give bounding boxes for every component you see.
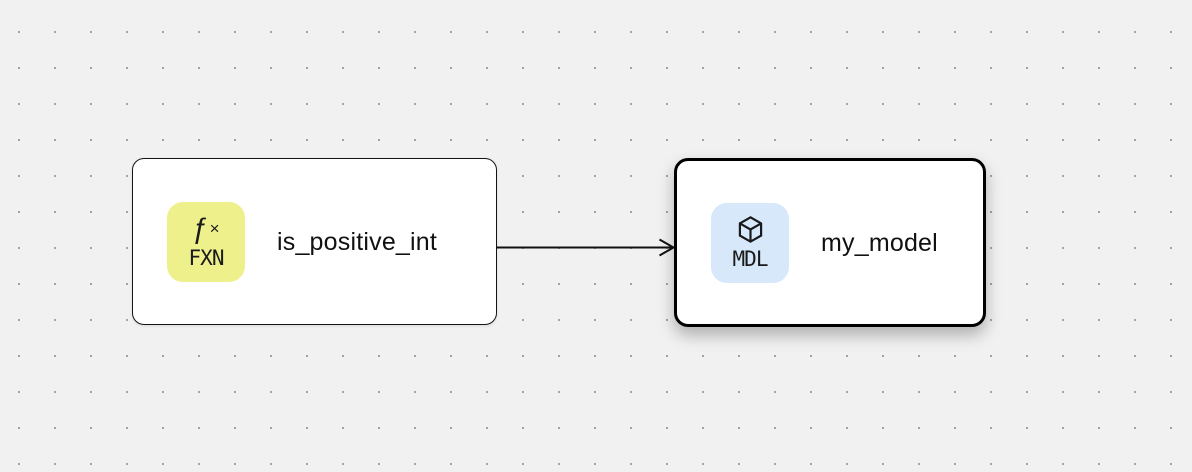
- model-badge: MDL: [711, 202, 789, 283]
- node-is-positive-int[interactable]: ƒ× FXN is_positive_int: [132, 158, 497, 325]
- node-label: is_positive_int: [277, 227, 438, 256]
- badge-type-label: FXN: [188, 245, 225, 270]
- badge-type-label: MDL: [732, 247, 769, 271]
- fx-function-icon: ƒ×: [192, 212, 220, 245]
- cube-icon: [738, 216, 762, 243]
- function-badge: ƒ× FXN: [167, 201, 245, 282]
- node-my-model[interactable]: MDL my_model: [674, 158, 986, 327]
- node-label: my_model: [821, 228, 938, 257]
